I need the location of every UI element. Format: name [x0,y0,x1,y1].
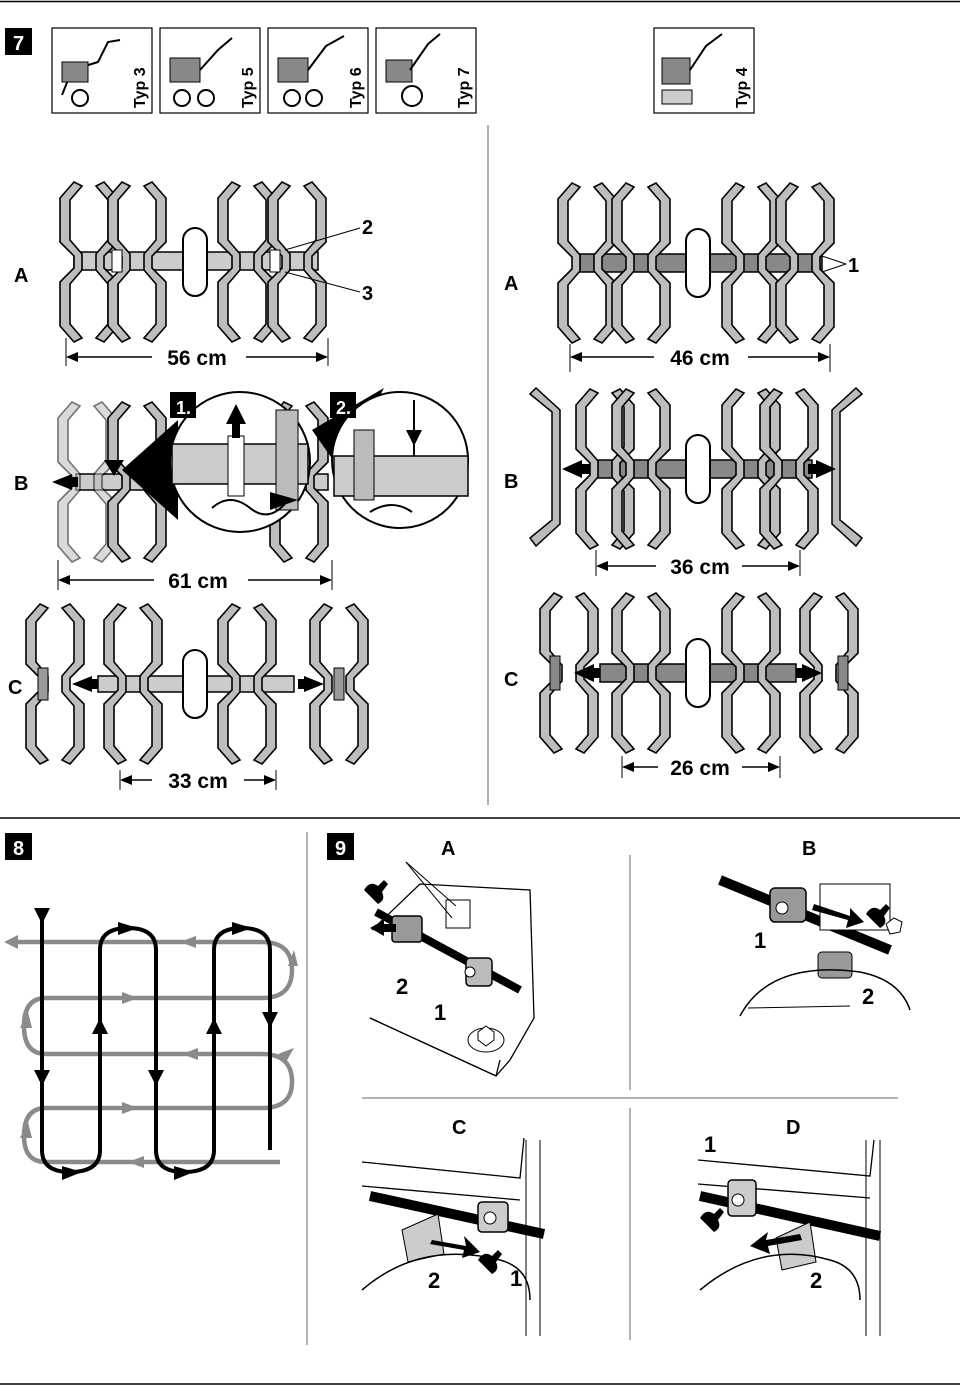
callout-1: 1 [704,1132,716,1157]
figure-7-badge: 7 [5,28,32,55]
row-letter: C [504,669,518,691]
panel-b: B 1 2 [718,838,911,1017]
panel-letter: B [802,838,816,860]
detail-step-1: 1. [122,391,311,533]
callout-1: 1 [510,1266,522,1291]
svg-text:46 cm: 46 cm [670,347,730,370]
callout-1: 1 [754,928,766,953]
left-row-c: C 33 cm [8,603,369,793]
right-row-b: B 36 cm [504,386,864,579]
width-dimension: 61 cm [57,560,333,593]
thumb-typ-5: Typ 5 [159,27,261,114]
figure-9: 9 A 2 1 B [327,833,911,1336]
svg-text:2.: 2. [336,398,351,418]
width-dimension: 33 cm [119,770,277,793]
panel-d: D 1 2 [697,1117,882,1336]
callout-2: 2 [362,217,373,239]
svg-text:1.: 1. [176,398,191,418]
panel-letter: D [786,1117,800,1139]
panel-letter: A [441,838,455,860]
horizontal-passes [12,939,295,1165]
svg-text:Typ 5: Typ 5 [240,67,257,108]
callout-2: 2 [428,1268,440,1293]
callout-1: 1 [848,255,859,277]
figure-8-badge: 8 [5,833,32,860]
detail-step-2: 2. [312,388,469,529]
panel-a: A 2 1 [364,838,535,1077]
svg-text:9: 9 [335,838,346,860]
row-letter: A [504,273,518,295]
row-letter: A [14,265,28,287]
svg-text:Typ 4: Typ 4 [734,67,751,108]
svg-text:7: 7 [13,33,24,55]
callout-3: 3 [362,283,373,305]
svg-text:36 cm: 36 cm [670,556,730,579]
panel-letter: C [452,1117,466,1139]
left-row-b: B 1. [14,388,469,593]
svg-text:61 cm: 61 cm [168,570,228,593]
panel-c: C 2 1 [361,1117,546,1336]
right-row-c: C 26 cm [504,592,859,780]
right-row-a: A 1 46 cm [504,182,859,372]
callout-1: 1 [434,1000,446,1025]
svg-text:Typ 3: Typ 3 [132,67,149,108]
vertical-passes [40,915,272,1175]
thumb-typ-4: Typ 4 [653,27,755,114]
width-dimension: 26 cm [621,756,781,780]
svg-text:Typ 7: Typ 7 [456,67,473,108]
callout-2: 2 [862,984,874,1009]
callout-2: 2 [396,974,408,999]
figure-8: 8 [4,833,298,1180]
model-thumbnails: Typ 3 Typ 5 Typ 6 Typ 7 [51,27,755,114]
width-dimension: 56 cm [65,338,329,370]
width-dimension: 46 cm [569,344,831,372]
width-dimension: 36 cm [595,550,801,579]
svg-text:8: 8 [13,838,24,860]
svg-text:33 cm: 33 cm [168,770,228,793]
row-letter: B [14,473,28,495]
svg-text:56 cm: 56 cm [167,347,227,370]
thumb-typ-7: Typ 7 [375,27,477,114]
row-letter: C [8,677,22,699]
svg-text:26 cm: 26 cm [670,757,730,780]
figure-9-badge: 9 [327,833,354,860]
left-row-a: A 2 3 56 cm [14,181,373,370]
callout-2: 2 [810,1268,822,1293]
svg-text:Typ 6: Typ 6 [348,67,365,108]
thumb-typ-3: Typ 3 [51,27,153,114]
row-letter: B [504,471,518,493]
thumb-typ-6: Typ 6 [267,27,369,114]
